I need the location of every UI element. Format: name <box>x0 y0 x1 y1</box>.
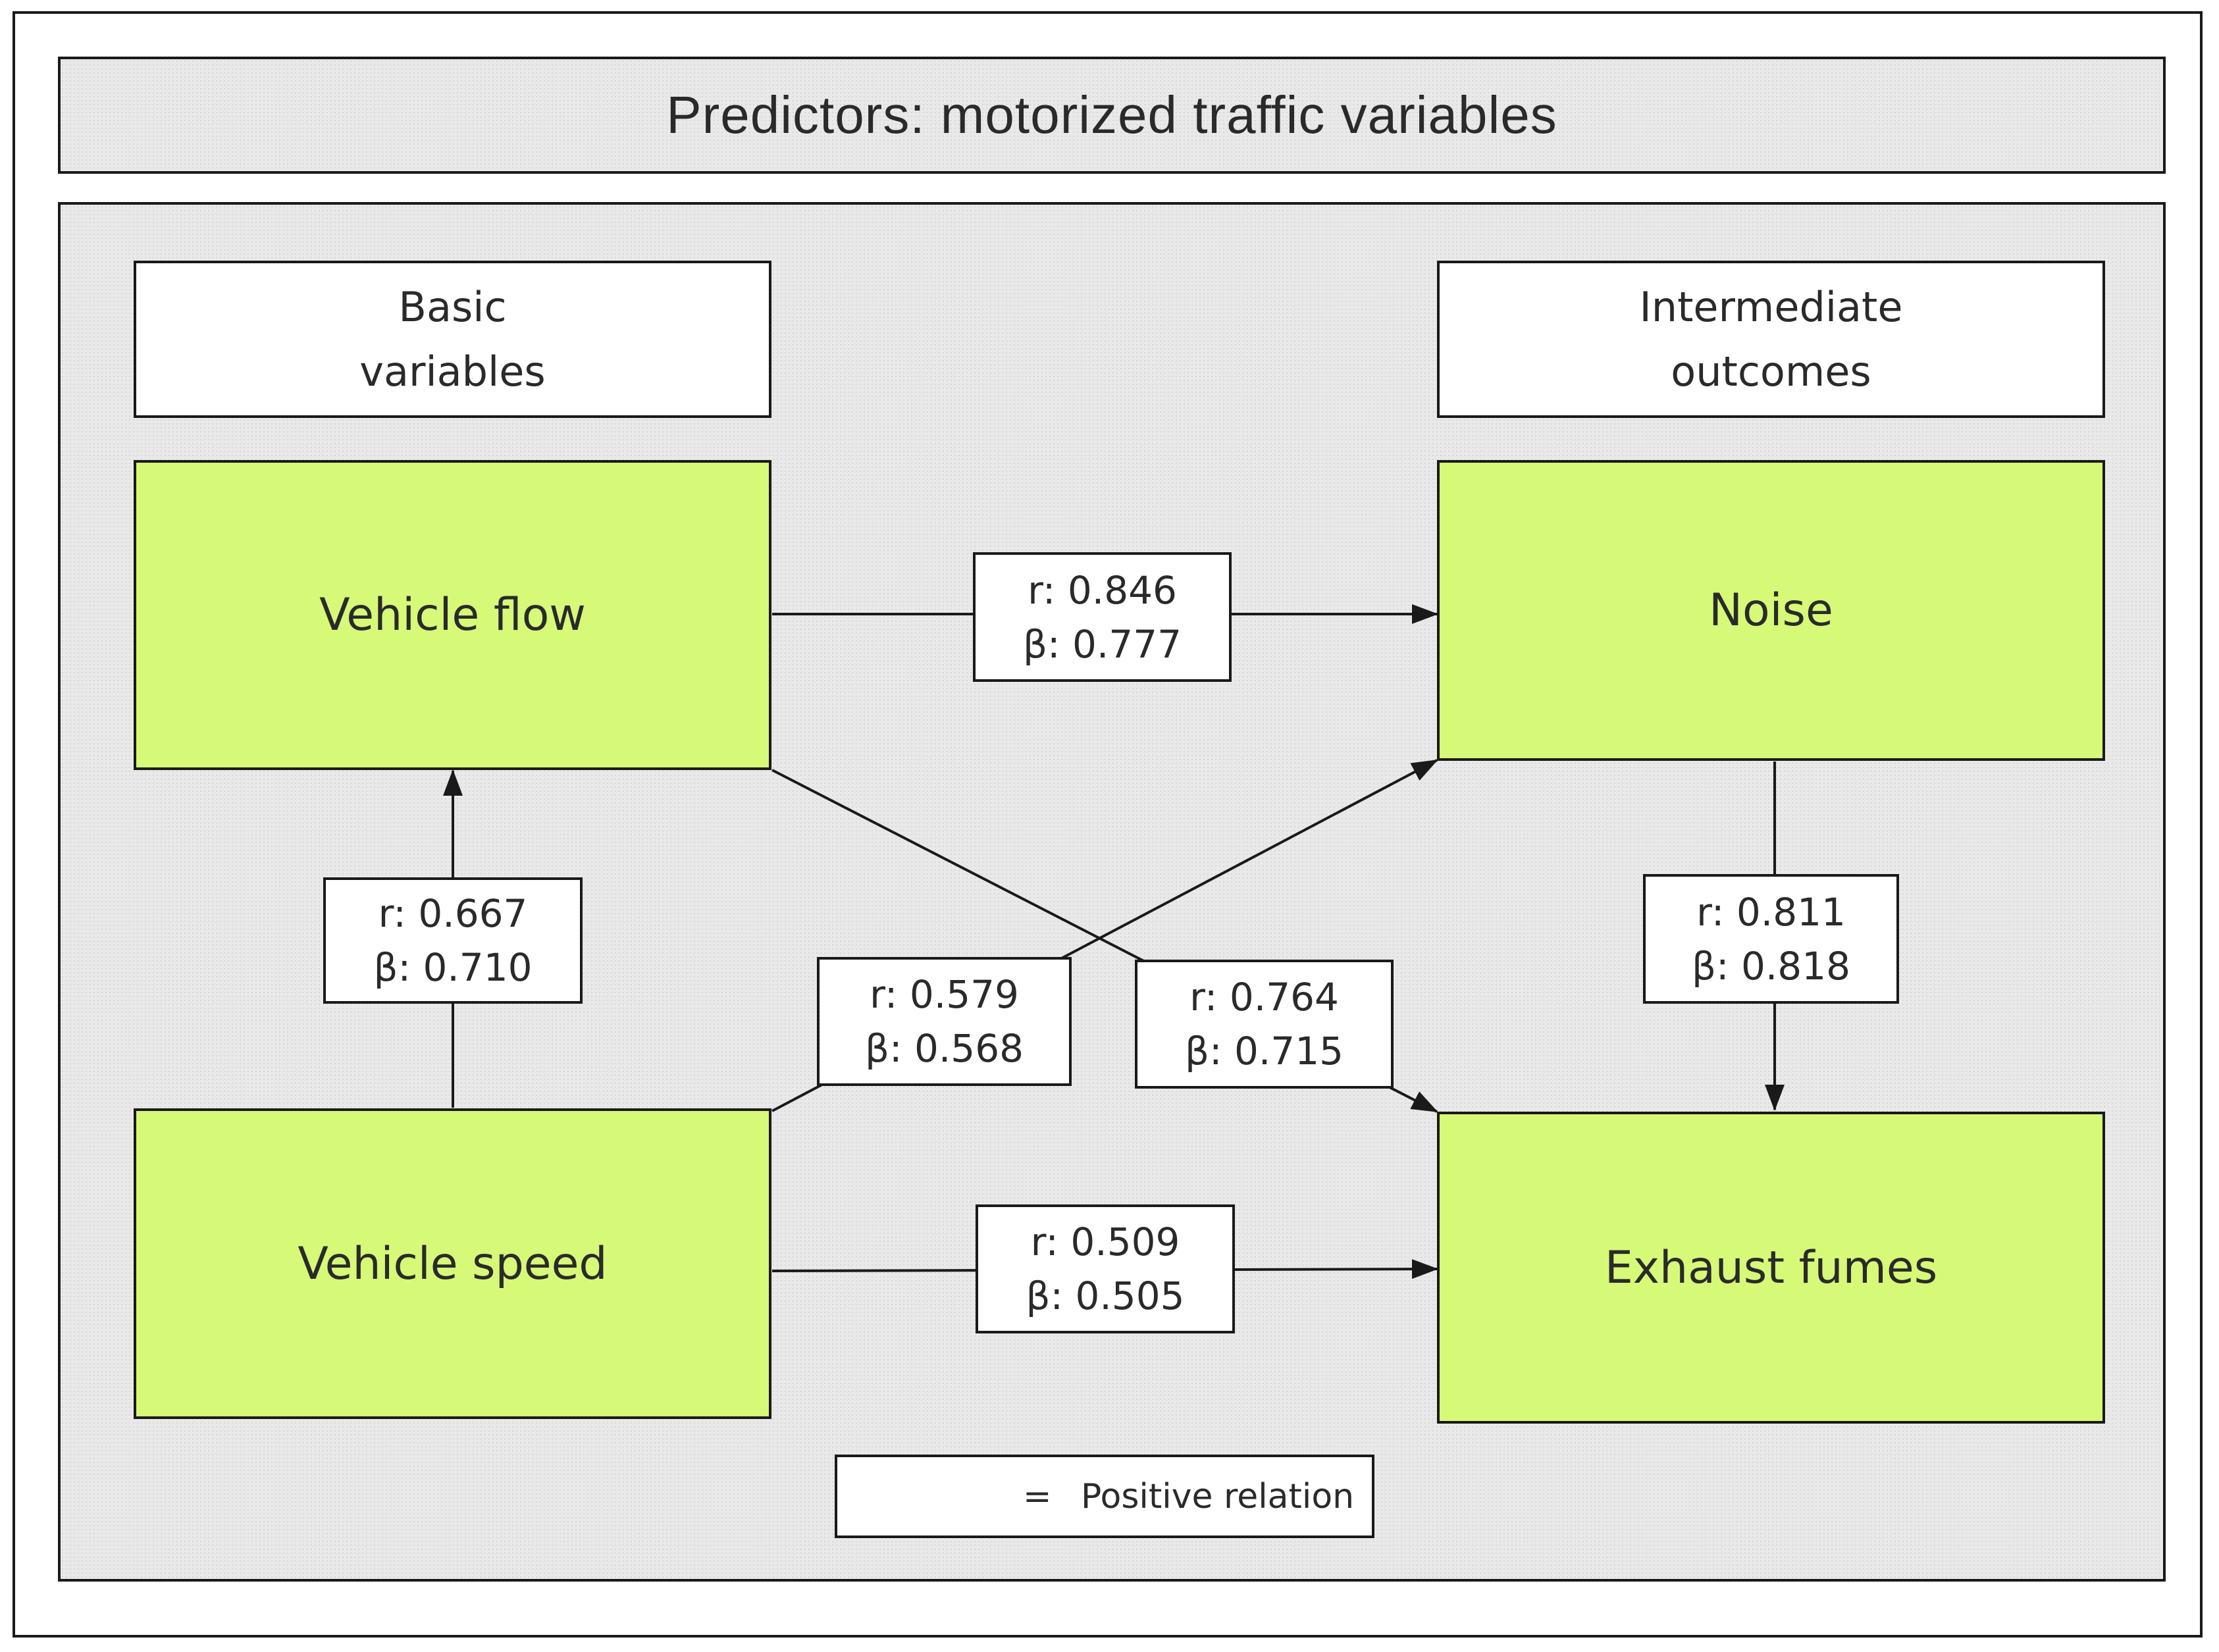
label-speed-to-noise-beta: β: 0.568 <box>864 1026 1024 1071</box>
node-vehicle-flow: Vehicle flow <box>134 460 771 770</box>
node-vehicle-speed: Vehicle speed <box>134 1108 771 1419</box>
header-basic-line2: variables <box>359 347 546 396</box>
label-speed-to-exhaust-beta: β: 0.505 <box>1026 1274 1185 1318</box>
label-speed-to-exhaust-r: r: 0.509 <box>1030 1220 1180 1264</box>
label-speed-to-flow-r: r: 0.667 <box>378 891 528 936</box>
title-panel: Predictors: motorized traffic variables <box>58 57 2166 174</box>
header-basic-line1: Basic <box>398 282 507 331</box>
legend-box: = Positive relation <box>835 1455 1374 1538</box>
label-flow-to-noise: r: 0.846 β: 0.777 <box>973 552 1232 682</box>
node-noise: Noise <box>1437 460 2105 761</box>
diagram-title: Predictors: motorized traffic variables <box>666 86 1557 144</box>
header-intermediate-line2: outcomes <box>1671 347 1871 396</box>
header-intermediate-line1: Intermediate <box>1639 282 1903 331</box>
label-flow-to-noise-r: r: 0.846 <box>1028 567 1177 613</box>
header-intermediate-outcomes: Intermediate outcomes <box>1437 261 2105 418</box>
label-flow-to-exhaust-beta: β: 0.715 <box>1184 1029 1344 1073</box>
legend-equals: = <box>1023 1477 1052 1516</box>
label-flow-to-noise-beta: β: 0.777 <box>1022 621 1182 667</box>
label-noise-to-exhaust-beta: β: 0.818 <box>1691 943 1851 989</box>
node-vehicle-speed-label: Vehicle speed <box>298 1237 608 1290</box>
node-noise-label: Noise <box>1709 584 1833 636</box>
legend-label: Positive relation <box>1081 1477 1355 1516</box>
node-exhaust-fumes-label: Exhaust fumes <box>1604 1241 1938 1294</box>
label-speed-to-flow-beta: β: 0.710 <box>373 945 533 990</box>
label-speed-to-noise: r: 0.579 β: 0.568 <box>817 957 1072 1086</box>
node-exhaust-fumes: Exhaust fumes <box>1437 1112 2105 1424</box>
label-noise-to-exhaust-r: r: 0.811 <box>1696 889 1846 935</box>
label-noise-to-exhaust: r: 0.811 β: 0.818 <box>1643 874 1899 1004</box>
label-speed-to-noise-r: r: 0.579 <box>870 972 1019 1017</box>
label-flow-to-exhaust: r: 0.764 β: 0.715 <box>1135 960 1394 1089</box>
label-speed-to-flow: r: 0.667 β: 0.710 <box>323 877 583 1004</box>
node-vehicle-flow-label: Vehicle flow <box>319 589 586 641</box>
label-speed-to-exhaust: r: 0.509 β: 0.505 <box>976 1204 1235 1333</box>
header-basic-variables: Basic variables <box>134 261 771 418</box>
label-flow-to-exhaust-r: r: 0.764 <box>1189 975 1339 1020</box>
